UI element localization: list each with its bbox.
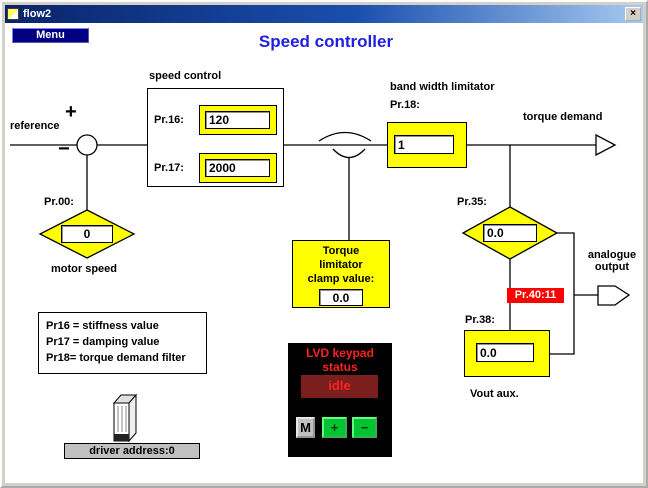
pr00-label: Pr.00: bbox=[44, 196, 74, 208]
minus-sign: − bbox=[58, 138, 70, 160]
keypad-plus-button[interactable]: + bbox=[322, 417, 347, 438]
plus-sign: + bbox=[65, 101, 77, 123]
analogue-output-label: analogue output bbox=[587, 249, 637, 273]
pr16-input[interactable] bbox=[205, 111, 270, 129]
pr35-label: Pr.35: bbox=[457, 196, 487, 208]
keypad-status-display: idle bbox=[301, 375, 378, 398]
parameter-info-box: Pr16 = stiffness value Pr17 = damping va… bbox=[38, 312, 207, 374]
torque-limitator-line1: Torque bbox=[322, 245, 360, 257]
pr16-label: Pr.16: bbox=[154, 114, 184, 126]
menu-button[interactable]: Menu bbox=[12, 28, 89, 43]
pr17-label: Pr.17: bbox=[154, 162, 184, 174]
bandwidth-label: band width limitator bbox=[390, 81, 495, 93]
close-icon[interactable]: × bbox=[625, 7, 641, 21]
pr38-label: Pr.38: bbox=[465, 314, 495, 326]
app-icon bbox=[7, 8, 19, 20]
pr17-input[interactable] bbox=[205, 159, 270, 177]
torque-limitator-line3: clamp value: bbox=[307, 273, 375, 285]
pr35-input[interactable] bbox=[483, 224, 537, 242]
page-title: Speed controller bbox=[258, 32, 394, 51]
window-title: flow2 bbox=[23, 8, 52, 20]
info-line-3: Pr18= torque demand filter bbox=[46, 352, 186, 364]
pr00-input[interactable] bbox=[61, 225, 113, 243]
driver-address-box: driver address:0 bbox=[64, 443, 200, 459]
keypad-subtitle: status bbox=[322, 360, 358, 374]
pr18-input[interactable] bbox=[394, 135, 454, 154]
vout-aux-label: Vout aux. bbox=[470, 388, 519, 400]
keypad-m-button[interactable]: M bbox=[296, 417, 315, 438]
torque-limitator-box: Torque limitator clamp value: bbox=[292, 240, 390, 308]
pr18-label: Pr.18: bbox=[390, 99, 420, 111]
keypad-title: LVD keypad bbox=[306, 346, 374, 360]
torque-demand-label: torque demand bbox=[523, 111, 603, 123]
reference-label: reference bbox=[10, 120, 60, 132]
torque-clamp-input[interactable] bbox=[319, 289, 363, 306]
pr38-input[interactable] bbox=[476, 343, 534, 362]
speed-control-label: speed control bbox=[149, 70, 222, 82]
titlebar: flow2 × bbox=[5, 5, 643, 23]
lvd-keypad-panel bbox=[288, 343, 392, 457]
motor-speed-label: motor speed bbox=[51, 263, 118, 275]
torque-limitator-line2: limitator bbox=[319, 259, 363, 271]
pr40-badge: Pr.40:11 bbox=[507, 288, 564, 303]
keypad-minus-button[interactable]: − bbox=[352, 417, 377, 438]
info-line-2: Pr17 = damping value bbox=[46, 336, 160, 348]
info-line-1: Pr16 = stiffness value bbox=[46, 320, 159, 332]
